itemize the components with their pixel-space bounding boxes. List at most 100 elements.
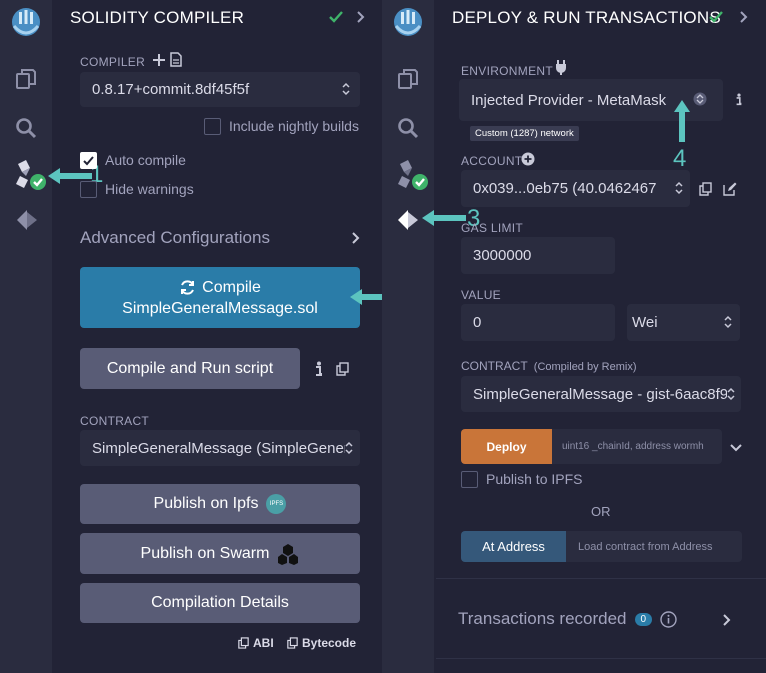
transactions-recorded-label: Transactions recorded: [458, 609, 627, 628]
compile-and-run-button[interactable]: Compile and Run script: [80, 348, 300, 389]
network-badge: Custom (1287) network: [470, 126, 579, 141]
contract-label: CONTRACT (Compiled by Remix): [461, 359, 637, 373]
publish-swarm-label: Publish on Swarm: [140, 544, 270, 562]
solidity-compiler-icon[interactable]: [14, 160, 48, 192]
deploy-run-icon[interactable]: [15, 208, 39, 232]
compiler-version-select[interactable]: 0.8.17+commit.8df45f5f: [80, 72, 360, 107]
deploy-params-placeholder: uint16 _chainId, address wormh: [562, 441, 704, 452]
at-address-button[interactable]: At Address: [461, 531, 566, 562]
plug-icon: [554, 59, 568, 76]
select-arrows-icon: [342, 82, 350, 96]
right-icon-bar: [382, 0, 434, 673]
publish-ipfs-label: Publish on Ipfs: [153, 495, 259, 512]
copy-icon: [287, 637, 298, 649]
compile-button[interactable]: Compile SimpleGeneralMessage.sol: [80, 267, 360, 328]
check-icon: [708, 9, 724, 25]
right-panel-title: DEPLOY & RUN TRANSACTIONS: [452, 8, 721, 27]
advanced-configurations-toggle[interactable]: Advanced Configurations: [80, 228, 270, 247]
compiler-version-value: 0.8.17+commit.8df45f5f: [92, 81, 250, 98]
abi-copy-button[interactable]: ABI: [238, 636, 274, 650]
callout-arrow-2: [348, 287, 396, 307]
at-address-placeholder: Load contract from Address: [578, 540, 713, 553]
info-icon[interactable]: [314, 361, 324, 377]
search-icon[interactable]: [397, 117, 419, 139]
contract-select[interactable]: SimpleGeneralMessage (SimpleGener: [80, 430, 360, 466]
contract-label-text: CONTRACT: [461, 359, 528, 373]
transactions-bottom-divider: [436, 658, 766, 659]
contract-label-sub: (Compiled by Remix): [533, 361, 637, 373]
left-icon-bar: [0, 0, 52, 673]
info-icon[interactable]: [735, 92, 743, 107]
abi-label: ABI: [253, 636, 274, 650]
deploy-run-icon[interactable]: [396, 208, 420, 232]
callout-number-4: 4: [673, 145, 687, 172]
compilation-details-label: Compilation Details: [151, 594, 289, 611]
edit-icon[interactable]: [723, 182, 737, 196]
account-select[interactable]: 0x039...0eb75 (40.0462467: [461, 170, 690, 207]
callout-arrow-3: [420, 208, 468, 228]
compile-button-label: Compile: [202, 278, 261, 296]
remix-logo-icon[interactable]: [388, 4, 428, 44]
value-unit: Wei: [632, 314, 658, 331]
add-account-icon[interactable]: [521, 152, 535, 166]
bytecode-copy-button[interactable]: Bytecode: [287, 636, 356, 650]
gas-limit-value: 3000000: [473, 247, 532, 264]
swarm-icon: [278, 543, 299, 565]
value-input[interactable]: 0: [461, 304, 615, 341]
chevron-down-icon[interactable]: [729, 440, 743, 452]
chevron-right-icon[interactable]: [354, 10, 366, 24]
contract-select-value: SimpleGeneralMessage (SimpleGener: [92, 439, 349, 457]
auto-compile-checkbox[interactable]: [80, 152, 97, 169]
remix-logo-icon[interactable]: [6, 4, 46, 44]
file-explorer-icon[interactable]: [397, 68, 419, 90]
hide-warnings-checkbox[interactable]: [80, 181, 97, 198]
checkmark-icon: [83, 156, 94, 166]
file-icon[interactable]: [170, 52, 182, 67]
environment-label: ENVIRONMENT: [461, 64, 553, 78]
at-address-input[interactable]: Load contract from Address: [566, 531, 742, 562]
check-icon: [328, 9, 344, 25]
value-unit-select[interactable]: Wei: [627, 304, 740, 341]
publish-swarm-button[interactable]: Publish on Swarm: [80, 533, 360, 574]
include-nightly-checkbox[interactable]: [204, 118, 221, 135]
ipfs-icon: IPFS: [266, 494, 287, 514]
callout-arrow-4: [672, 98, 692, 144]
or-separator: OR: [591, 504, 611, 519]
contract-label: CONTRACT: [80, 414, 150, 428]
publish-to-ipfs-label: Publish to IPFS: [486, 471, 583, 487]
info-circle-icon[interactable]: [660, 610, 677, 628]
compile-and-run-label: Compile and Run script: [106, 359, 274, 377]
value-amount: 0: [473, 314, 482, 331]
copy-icon[interactable]: [699, 182, 712, 196]
compilation-details-button[interactable]: Compilation Details: [80, 583, 360, 623]
chevron-right-icon[interactable]: [737, 10, 749, 24]
copy-icon[interactable]: [336, 362, 349, 376]
solidity-compiler-icon[interactable]: [396, 160, 430, 192]
file-explorer-icon[interactable]: [15, 68, 37, 90]
account-select-value: 0x039...0eb75 (40.0462467: [473, 180, 657, 197]
search-icon[interactable]: [15, 117, 37, 139]
callout-number-3: 3: [467, 205, 481, 232]
deploy-button[interactable]: Deploy: [461, 429, 552, 464]
select-arrows-icon: [727, 387, 735, 401]
select-arrows-icon: [345, 441, 353, 455]
add-compiler-icon[interactable]: [152, 53, 166, 67]
include-nightly-label: Include nightly builds: [229, 118, 359, 134]
bytecode-label: Bytecode: [302, 636, 357, 650]
select-arrows-icon: [675, 181, 683, 195]
contract-select[interactable]: SimpleGeneralMessage - gist-6aac8f9: [461, 376, 741, 412]
refresh-icon: [181, 279, 195, 295]
publish-ipfs-button[interactable]: Publish on Ipfs IPFS: [80, 484, 360, 524]
chevron-right-icon[interactable]: [720, 613, 732, 627]
auto-compile-label: Auto compile: [105, 152, 186, 168]
value-label: VALUE: [461, 288, 501, 302]
chevron-right-icon[interactable]: [349, 231, 361, 245]
gas-limit-input[interactable]: 3000000: [461, 237, 615, 274]
publish-to-ipfs-checkbox[interactable]: [461, 471, 478, 488]
at-address-label: At Address: [482, 539, 545, 554]
deploy-params-input[interactable]: uint16 _chainId, address wormh: [552, 429, 722, 464]
select-arrows-icon: [724, 315, 732, 329]
copy-icon: [238, 637, 249, 649]
transactions-count-badge: 0: [634, 612, 653, 626]
transactions-recorded-toggle[interactable]: Transactions recorded 0: [458, 609, 677, 629]
